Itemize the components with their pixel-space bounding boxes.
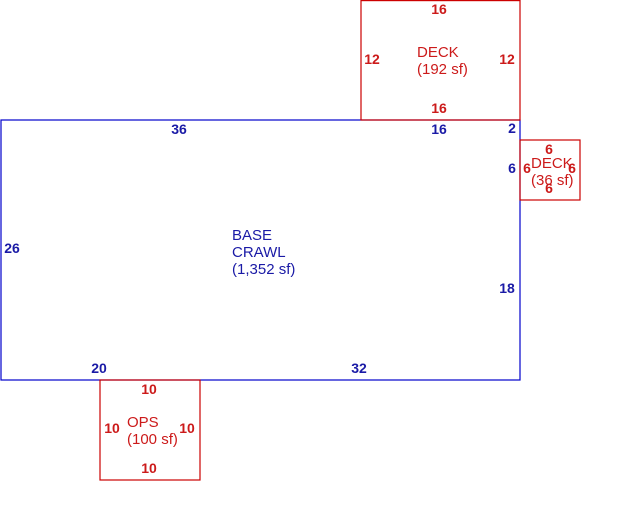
deck-top-area: (192 sf): [417, 61, 468, 78]
deck-side-name: DECK: [531, 155, 573, 172]
ops-area: (100 sf): [127, 431, 178, 448]
base-dim-right-lower: 18: [499, 280, 515, 296]
base-dim-bottom-right: 32: [351, 360, 367, 376]
ops-dim-left: 10: [104, 420, 120, 436]
base-dim-right-upper: 6: [508, 160, 516, 176]
deck-side-dim-top: 6: [545, 141, 553, 157]
base-crawl-outline: [0, 119, 521, 381]
base-name-line2: CRAWL: [232, 244, 286, 261]
deck-side-dim-right: 6: [568, 160, 576, 176]
deck-side-dim-bottom: 6: [545, 180, 553, 196]
deck-top-dim-bottom: 16: [431, 100, 447, 116]
base-name-line1: BASE: [232, 227, 272, 244]
deck-side-area: (36 sf): [531, 172, 574, 189]
base-dim-top-right: 16: [431, 121, 447, 137]
ops-dim-bottom: 10: [141, 460, 157, 476]
deck-top-dim-top: 16: [431, 1, 447, 17]
deck-top-dim-left: 12: [364, 51, 380, 67]
base-dim-notch: 2: [508, 120, 516, 136]
base-dim-bottom-left: 20: [91, 360, 107, 376]
deck-side-outline: [519, 139, 581, 201]
deck-side-dim-left: 6: [523, 160, 531, 176]
deck-top-outline: [360, 0, 521, 121]
deck-top-name: DECK: [417, 44, 459, 61]
base-dim-left: 26: [4, 240, 20, 256]
base-dim-top-left: 36: [171, 121, 187, 137]
ops-outline: [99, 379, 201, 481]
base-area: (1,352 sf): [232, 261, 295, 278]
ops-dim-top: 10: [141, 381, 157, 397]
deck-top-dim-right: 12: [499, 51, 515, 67]
ops-dim-right: 10: [179, 420, 195, 436]
ops-name: OPS: [127, 414, 159, 431]
